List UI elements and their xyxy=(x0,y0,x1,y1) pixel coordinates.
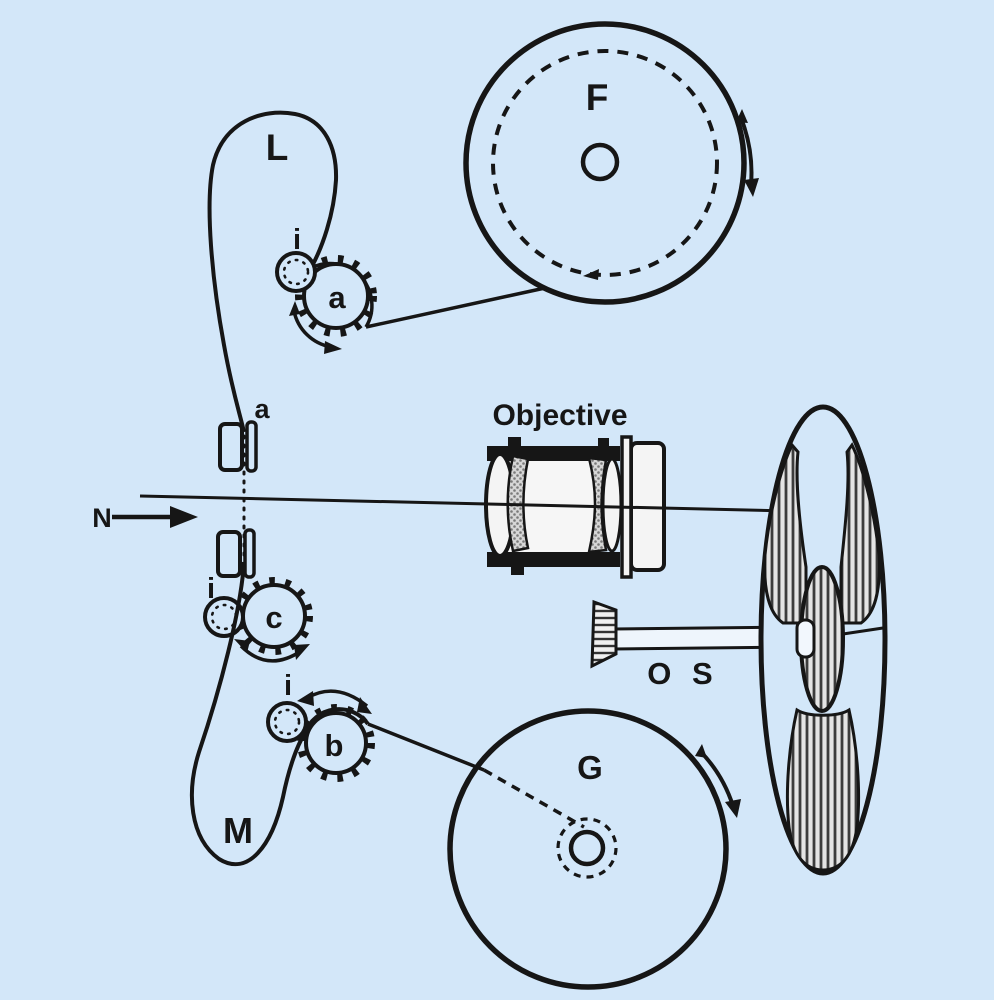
upper-film-loop xyxy=(207,110,339,433)
upper-loop-label: L xyxy=(266,127,289,168)
takeup-reel xyxy=(447,708,729,990)
objective-label: Objective xyxy=(492,399,627,432)
film-gate xyxy=(216,420,258,579)
film-roll-direction-arrowhead xyxy=(583,269,599,280)
takeup-reel-rotation-arrow xyxy=(695,744,741,818)
shutter-blade-upper-right xyxy=(839,442,881,625)
page-edge-strip xyxy=(994,0,1000,1000)
gate-label: a xyxy=(254,394,270,424)
optical-axis xyxy=(139,494,791,513)
sprocket-b xyxy=(297,704,375,782)
feed-reel-label: F xyxy=(586,77,609,118)
idler-roller-lower xyxy=(266,701,308,743)
sprocket-a xyxy=(295,255,377,337)
sprocket-c-label: c xyxy=(265,600,282,635)
film-feed-to-sprocket-a xyxy=(365,286,546,329)
lower-loop-label: M xyxy=(223,810,253,851)
sprocket-b-label: b xyxy=(325,728,344,763)
feed-reel xyxy=(463,21,747,305)
sprocket-a-rotation-arrow xyxy=(289,301,342,354)
film-inside-takeup-dashed xyxy=(483,768,585,829)
sprocket-a-label: a xyxy=(328,280,346,315)
sprocket-b-rotation-arrow xyxy=(297,689,372,714)
shutter-drive-gear xyxy=(590,599,618,669)
rear-lens-element xyxy=(601,457,623,553)
beam-label: N xyxy=(92,503,112,533)
shutter-label: O S xyxy=(647,656,718,691)
idler-roller-upper xyxy=(275,251,317,293)
shutter-disc xyxy=(758,404,888,876)
film-to-takeup xyxy=(367,722,485,772)
shutter-blade-upper-left xyxy=(763,442,808,625)
takeup-reel-label: G xyxy=(577,749,603,786)
shutter-blade-lower xyxy=(785,707,861,872)
feed-reel-rotation-arrow xyxy=(736,109,759,197)
light-beam-arrow xyxy=(112,506,198,528)
idler-upper-label: i xyxy=(293,224,301,256)
idler-middle-label: i xyxy=(207,573,215,605)
sprocket-c-rotation-arrow xyxy=(234,639,310,663)
idler-lower-label: i xyxy=(284,670,292,702)
barrel-bottom-bar xyxy=(487,552,620,567)
shaft-socket xyxy=(795,618,816,659)
